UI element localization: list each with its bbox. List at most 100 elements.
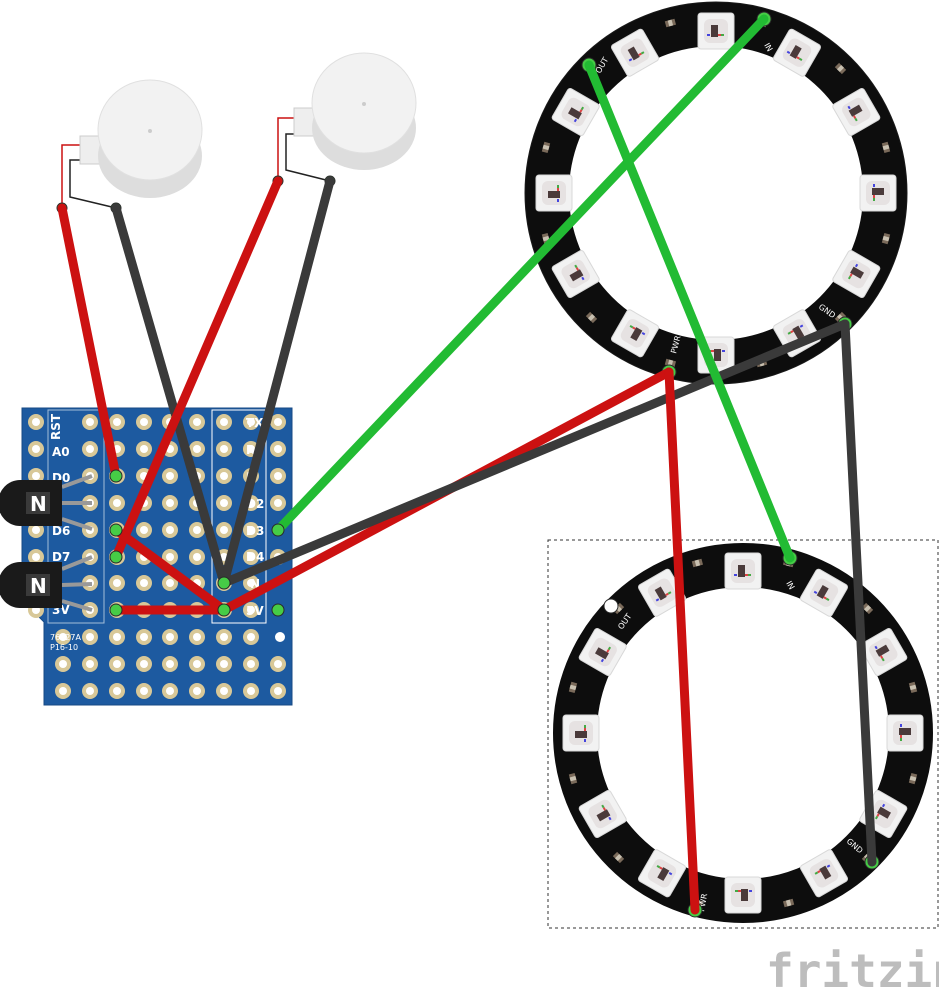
header-hole (28, 414, 44, 430)
pin-label-gnd: N (250, 577, 260, 591)
transistor-1: N (0, 474, 93, 531)
proto-hole (189, 549, 205, 565)
pin-label-rx: R (246, 443, 255, 457)
proto-hole (136, 441, 152, 457)
proto-hole (189, 656, 205, 672)
pin-label-rst: RST (49, 413, 63, 440)
proto-hole (162, 629, 178, 645)
proto-hole (136, 629, 152, 645)
header-hole (270, 495, 286, 511)
bottom-ring-selection-box (547, 539, 939, 929)
pin-label-d3: D3 (246, 524, 264, 538)
proto-hole (82, 441, 98, 457)
proto-hole (162, 495, 178, 511)
wire-motor2-red[interactable] (111, 176, 283, 562)
transistor-1-letter: N (30, 492, 47, 516)
bottom-ring-led-10 (562, 714, 600, 752)
proto-hole (162, 683, 178, 699)
pin-label-tx: TX (246, 416, 264, 430)
proto-hole (82, 629, 98, 645)
proto-hole (162, 656, 178, 672)
endpoint-d3[interactable] (271, 523, 285, 537)
proto-hole (136, 683, 152, 699)
wire-gnd-top-ring[interactable] (219, 319, 850, 588)
wire-ring-chain-power[interactable] (664, 367, 700, 915)
wire-power-bus-1[interactable] (111, 525, 229, 615)
proto-hole (109, 575, 125, 591)
proto-hole (216, 441, 232, 457)
endpoint-3v[interactable] (109, 603, 123, 617)
fritzing-watermark: fritzing (766, 944, 939, 998)
wires (57, 14, 877, 915)
bottom-ring-in-label: IN (784, 580, 796, 592)
header-hole (270, 441, 286, 457)
wire-d3-data-in[interactable] (273, 14, 769, 535)
top-ring-in-label: IN (762, 42, 774, 54)
pin-label-d6: D6 (52, 524, 70, 538)
proto-hole (162, 522, 178, 538)
bottom-ring-led-7 (724, 876, 762, 914)
proto-hole (216, 414, 232, 430)
transistor-2: N (0, 555, 93, 612)
top-ring-led-1 (697, 12, 735, 50)
bottom-ring-led-4 (886, 714, 924, 752)
transistor-2-letter: N (30, 574, 47, 598)
pin-label-d7: D7 (52, 550, 70, 564)
endpoint-5v[interactable] (217, 603, 231, 617)
top-ring-led-4 (859, 174, 897, 212)
wire-motor2-black[interactable] (219, 176, 335, 588)
neopixel-ring-bottom: IN OUT GND PWR (553, 543, 933, 923)
endpoint-d0[interactable] (109, 469, 123, 483)
proto-hole (55, 656, 71, 672)
proto-hole (270, 683, 286, 699)
board-note-2: P16-10 (50, 643, 78, 652)
top-ring-led-10 (535, 174, 573, 212)
header-hole (270, 468, 286, 484)
proto-hole (243, 629, 259, 645)
proto-hole (216, 468, 232, 484)
pin-label-d4: D4 (246, 550, 264, 564)
proto-hole (189, 629, 205, 645)
pin-label-5v: 5V (246, 604, 264, 618)
board-mount-hole (275, 632, 285, 642)
pin-label-d2: D2 (246, 497, 264, 511)
board-note-1: 76527A (50, 633, 81, 642)
proto-hole (82, 683, 98, 699)
proto-hole (216, 495, 232, 511)
proto-hole (109, 495, 125, 511)
pin-label-a0: A0 (52, 445, 70, 459)
header-hole (28, 441, 44, 457)
board-wire-endpoints (109, 469, 285, 617)
proto-hole (216, 683, 232, 699)
neopixel-ring-top: IN OUT GND PWR (524, 1, 908, 385)
proto-hole (216, 656, 232, 672)
proto-hole (109, 683, 125, 699)
proto-hole (109, 629, 125, 645)
bottom-ring-out-pad[interactable] (603, 598, 619, 614)
wire-motor1-red[interactable] (57, 203, 121, 481)
vibration-motor-2 (272, 52, 417, 187)
pin-5v-pad[interactable] (271, 603, 285, 617)
proto-hole (136, 575, 152, 591)
proto-hole (55, 683, 71, 699)
endpoint-d6[interactable] (109, 523, 123, 537)
endpoint-d7[interactable] (109, 550, 123, 564)
vibration-motor-1 (56, 79, 203, 214)
wire-motor1-black[interactable] (111, 203, 229, 588)
proto-hole (243, 683, 259, 699)
proto-hole (162, 468, 178, 484)
proto-hole (82, 656, 98, 672)
proto-hole (270, 656, 286, 672)
proto-hole (109, 414, 125, 430)
wire-ring-chain-data[interactable] (584, 60, 795, 563)
proto-hole (136, 656, 152, 672)
endpoint-gnd[interactable] (217, 576, 231, 590)
proto-hole (189, 414, 205, 430)
proto-hole (136, 522, 152, 538)
proto-hole (109, 656, 125, 672)
proto-hole (216, 522, 232, 538)
proto-hole (243, 656, 259, 672)
proto-hole (82, 414, 98, 430)
wire-ring-chain-gnd[interactable] (840, 319, 877, 867)
